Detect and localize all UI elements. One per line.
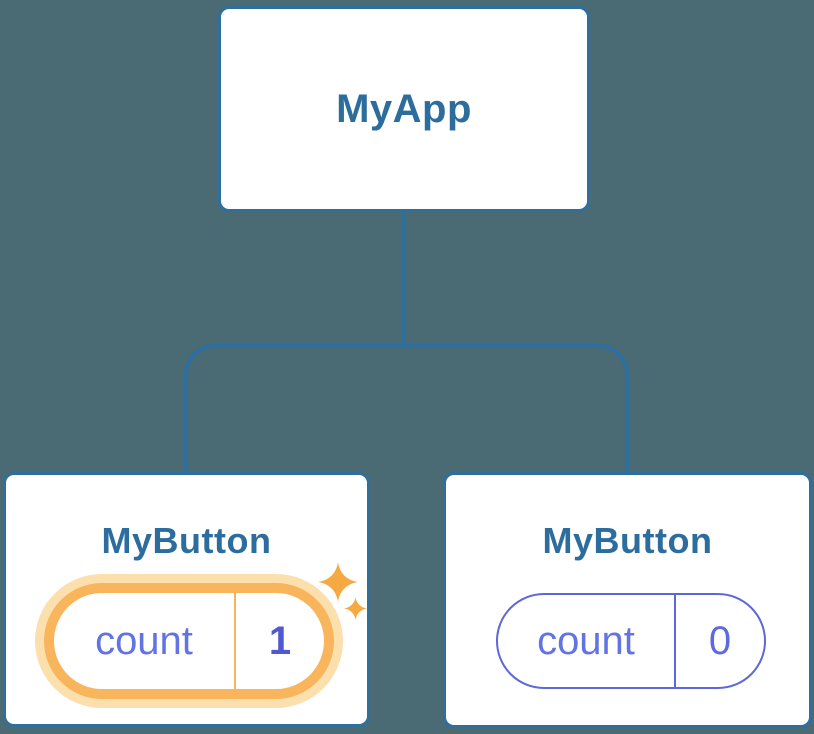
state-value: 0 — [708, 618, 732, 663]
pill-divider — [674, 595, 676, 687]
node-myapp: MyApp — [218, 6, 590, 212]
state-pill: count 0 — [496, 593, 766, 689]
state-name-label: count — [537, 618, 635, 663]
node-myapp-label: MyApp — [336, 86, 472, 131]
state-name-label: count — [95, 618, 193, 663]
pill-divider — [234, 593, 236, 689]
connector-stem — [402, 211, 406, 345]
connector-branch — [184, 344, 629, 472]
state-pill-highlighted: count 1 — [54, 593, 324, 689]
sparkle-icon — [318, 562, 358, 602]
node-mybutton-1-label: MyButton — [101, 520, 272, 561]
node-mybutton-1: MyButton count 1 — [3, 472, 370, 727]
node-mybutton-2-label: MyButton — [542, 520, 713, 561]
sparkle-icon — [344, 597, 367, 620]
state-value: 1 — [268, 618, 292, 663]
node-mybutton-2: MyButton count 0 — [443, 472, 812, 728]
